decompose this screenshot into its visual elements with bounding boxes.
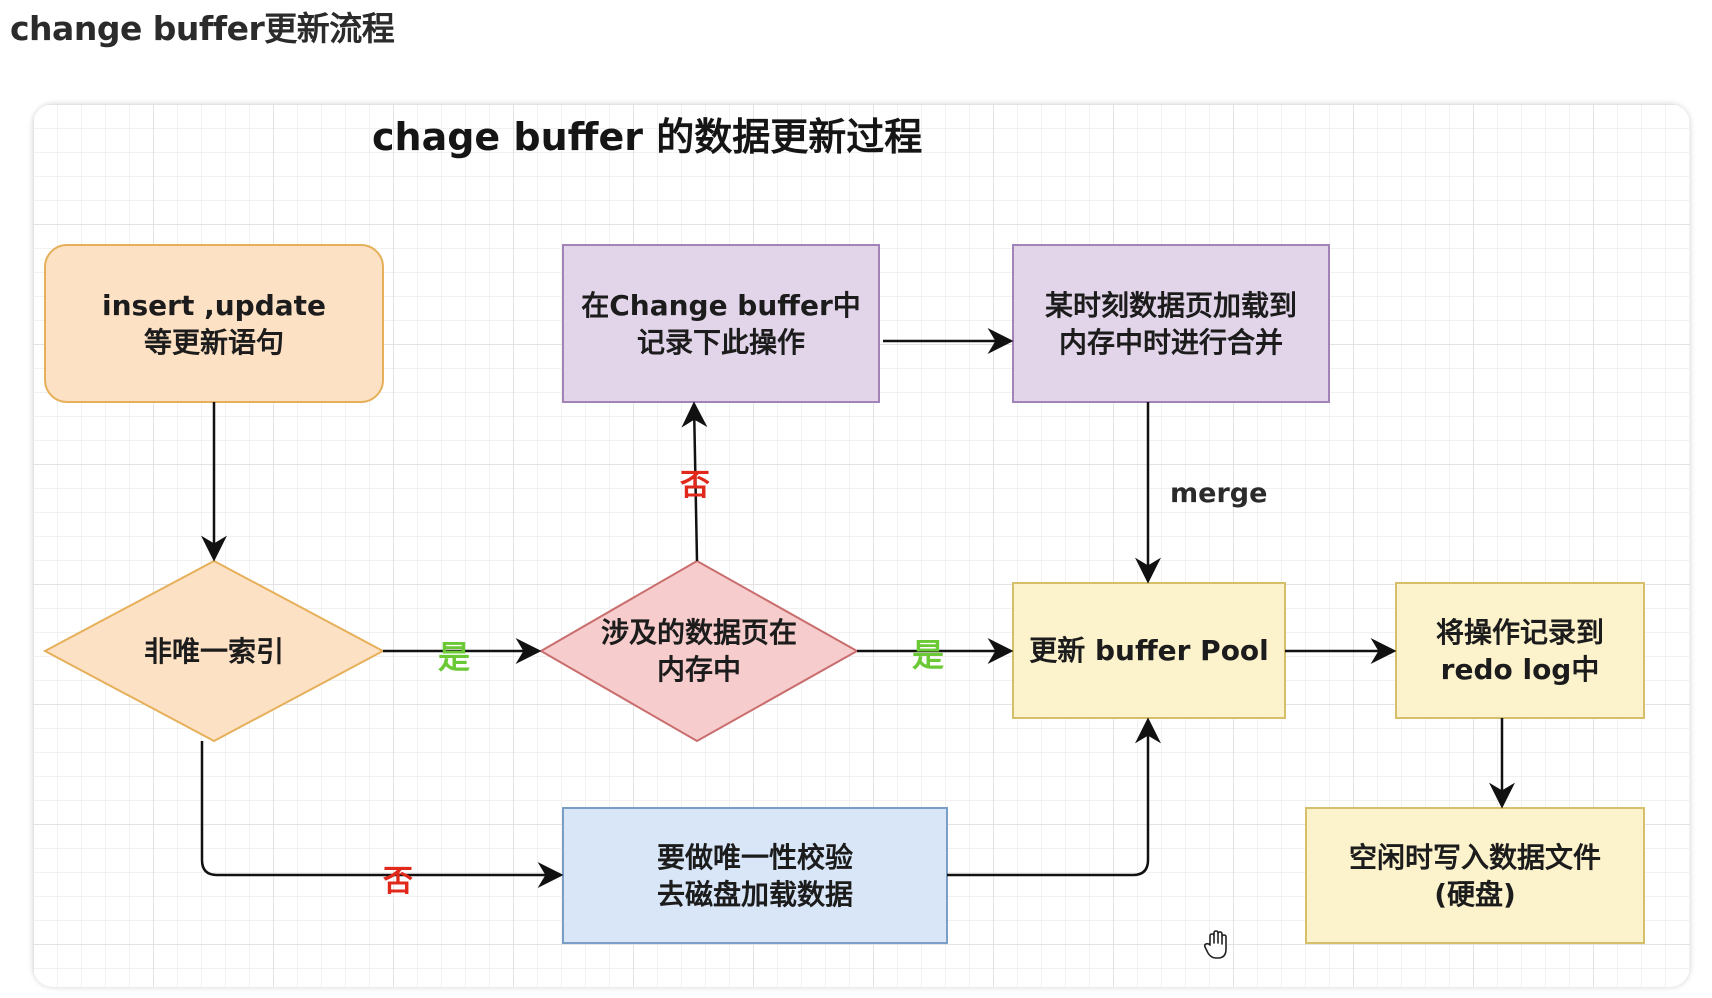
edge-label-no-1: 否 (383, 864, 413, 899)
node-page-in-mem-line2: 内存中 (656, 653, 741, 686)
node-update-pool-label: 更新 buffer Pool (1029, 634, 1269, 667)
node-write-disk-line1: 空闲时写入数据文件 (1348, 840, 1601, 874)
node-unique-check-line2: 去磁盘加载数据 (656, 877, 853, 911)
node-start-line2: 等更新语句 (143, 325, 284, 359)
node-write-disk-line2: (硬盘) (1434, 877, 1516, 911)
node-record-cb[interactable]: 在Change buffer中 记录下此操作 (563, 245, 879, 402)
edge-label-yes-1: 是 (438, 638, 471, 676)
edge-no-2 (681, 401, 708, 562)
node-redo-log[interactable]: 将操作记录到 redo log中 (1396, 583, 1644, 718)
node-non-unique[interactable]: 非唯一索引 (45, 561, 383, 741)
node-update-pool[interactable]: 更新 buffer Pool (1013, 583, 1285, 718)
node-page-in-mem-line1: 涉及的数据页在 (600, 616, 797, 649)
node-load-merge[interactable]: 某时刻数据页加载到 内存中时进行合并 (1013, 245, 1329, 402)
node-page-in-mem[interactable]: 涉及的数据页在 内存中 (541, 561, 857, 741)
node-non-unique-label: 非唯一索引 (143, 634, 284, 668)
edge-no-1 (200, 741, 564, 888)
node-unique-check-shape[interactable] (562, 807, 948, 944)
edge-label-no-2: 否 (680, 468, 710, 503)
node-start[interactable]: insert ,update 等更新语句 (45, 245, 383, 402)
node-redo-log-line1: 将操作记录到 (1435, 615, 1604, 649)
edge-label-merge: merge (1170, 478, 1268, 509)
diagram-title: chage buffer 的数据更新过程 (372, 115, 923, 159)
hand-pointer-icon (1203, 930, 1227, 959)
node-record-cb-line2: 记录下此操作 (636, 325, 805, 359)
node-redo-log-line2: redo log中 (1440, 652, 1600, 686)
node-unique-check-line1: 要做唯一性校验 (656, 840, 853, 874)
node-record-cb-line1: 在Change buffer中 (581, 288, 861, 322)
node-redo-log-shape[interactable] (1395, 582, 1645, 719)
node-record-cb-shape[interactable] (562, 244, 880, 403)
edge-check-to-pool (947, 717, 1161, 877)
node-load-merge-shape[interactable] (1012, 244, 1330, 403)
edge-label-yes-2: 是 (912, 636, 945, 674)
node-write-disk[interactable]: 空闲时写入数据文件 (硬盘) (1306, 808, 1644, 943)
node-load-merge-line1: 某时刻数据页加载到 (1044, 288, 1297, 322)
node-load-merge-line2: 内存中时进行合并 (1058, 325, 1283, 359)
node-unique-check[interactable]: 要做唯一性校验 去磁盘加载数据 (563, 808, 947, 943)
node-start-line1: insert ,update (101, 288, 327, 322)
node-write-disk-shape[interactable] (1305, 807, 1645, 944)
page-title: change buffer更新流程 (10, 9, 395, 48)
